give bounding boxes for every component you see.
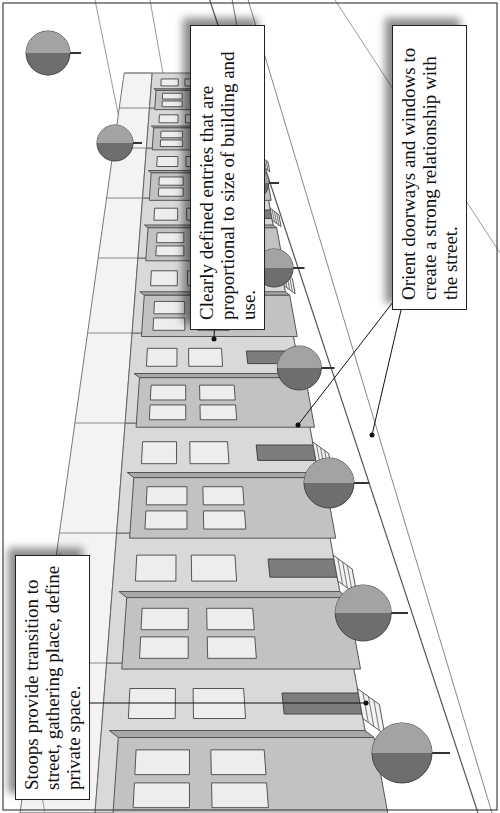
leader-dot (364, 701, 369, 706)
window (154, 208, 178, 220)
window (157, 233, 184, 243)
tree-canopy (335, 585, 391, 641)
tree-highlight (372, 723, 432, 753)
bay-side (109, 731, 374, 738)
doorway (256, 445, 316, 460)
window (149, 405, 185, 420)
window (145, 511, 187, 529)
leader-line (372, 293, 405, 435)
callout-text: Stoops provide transition to street, gat… (21, 565, 84, 790)
window (146, 348, 177, 366)
stoop (270, 208, 281, 226)
parapet-line (75, 423, 125, 424)
leader-dot (296, 423, 301, 428)
window (146, 487, 187, 505)
tree-highlight (335, 585, 391, 613)
parapet-line (124, 73, 152, 74)
tree-canopy (97, 125, 133, 161)
tree-canopy (372, 723, 432, 783)
bay-front (122, 598, 361, 670)
callout-box: Clearly defined entries that are proport… (190, 25, 265, 330)
leader-line (298, 293, 400, 425)
window (159, 177, 183, 185)
tree-highlight (277, 346, 321, 368)
window (150, 385, 185, 400)
window (191, 555, 236, 581)
frame-border (3, 3, 497, 810)
callout-box: Stoops provide transition to street, gat… (15, 555, 90, 800)
window (190, 442, 229, 464)
window (200, 405, 237, 420)
window (161, 79, 178, 86)
window (161, 131, 183, 138)
window (151, 271, 178, 286)
parapet-line (107, 198, 143, 199)
window (140, 637, 189, 658)
stoop-step (338, 559, 343, 585)
window (141, 442, 176, 464)
doorway (268, 559, 337, 577)
window (160, 140, 182, 147)
bay-side (127, 473, 324, 478)
window (203, 511, 245, 529)
tree-canopy (277, 346, 321, 390)
window (157, 157, 178, 167)
window (133, 783, 189, 808)
window (207, 637, 256, 658)
stoop (357, 689, 384, 735)
window (200, 385, 236, 400)
window (211, 750, 266, 775)
window (162, 93, 182, 99)
stoop-step (266, 161, 268, 171)
stoop-step (374, 701, 379, 731)
callout-text: Clearly defined entries that are proport… (196, 35, 259, 320)
bay-front (113, 738, 389, 813)
window (154, 301, 185, 313)
tree-highlight (97, 125, 133, 143)
tree-canopy (304, 458, 354, 508)
callout-box: Orient doorways and windows to create a … (392, 25, 467, 310)
window (189, 348, 223, 366)
bay-side (119, 592, 348, 598)
window (212, 783, 269, 808)
callout-text: Orient doorways and windows to create a … (398, 35, 461, 300)
leader-dot (370, 433, 375, 438)
parapet-line (119, 108, 149, 109)
stoop-step (343, 562, 348, 588)
window (158, 188, 183, 196)
window (135, 750, 190, 775)
tree-highlight (26, 31, 70, 53)
leader-dot (212, 337, 217, 342)
stoop-step (277, 213, 279, 225)
window (135, 555, 176, 581)
window (156, 246, 184, 256)
parapet-line (98, 258, 138, 259)
window (207, 608, 255, 629)
leader-line (60, 703, 366, 704)
window (203, 487, 244, 505)
tree-highlight (304, 458, 354, 483)
parapet-line (59, 533, 116, 534)
stoop-step (368, 697, 373, 727)
parapet-line (88, 333, 133, 334)
window (141, 608, 188, 629)
stoop-step (363, 693, 368, 723)
window (153, 318, 185, 330)
window (159, 115, 178, 123)
street-line (95, 0, 120, 123)
window (162, 101, 182, 107)
tree-canopy (26, 31, 70, 75)
